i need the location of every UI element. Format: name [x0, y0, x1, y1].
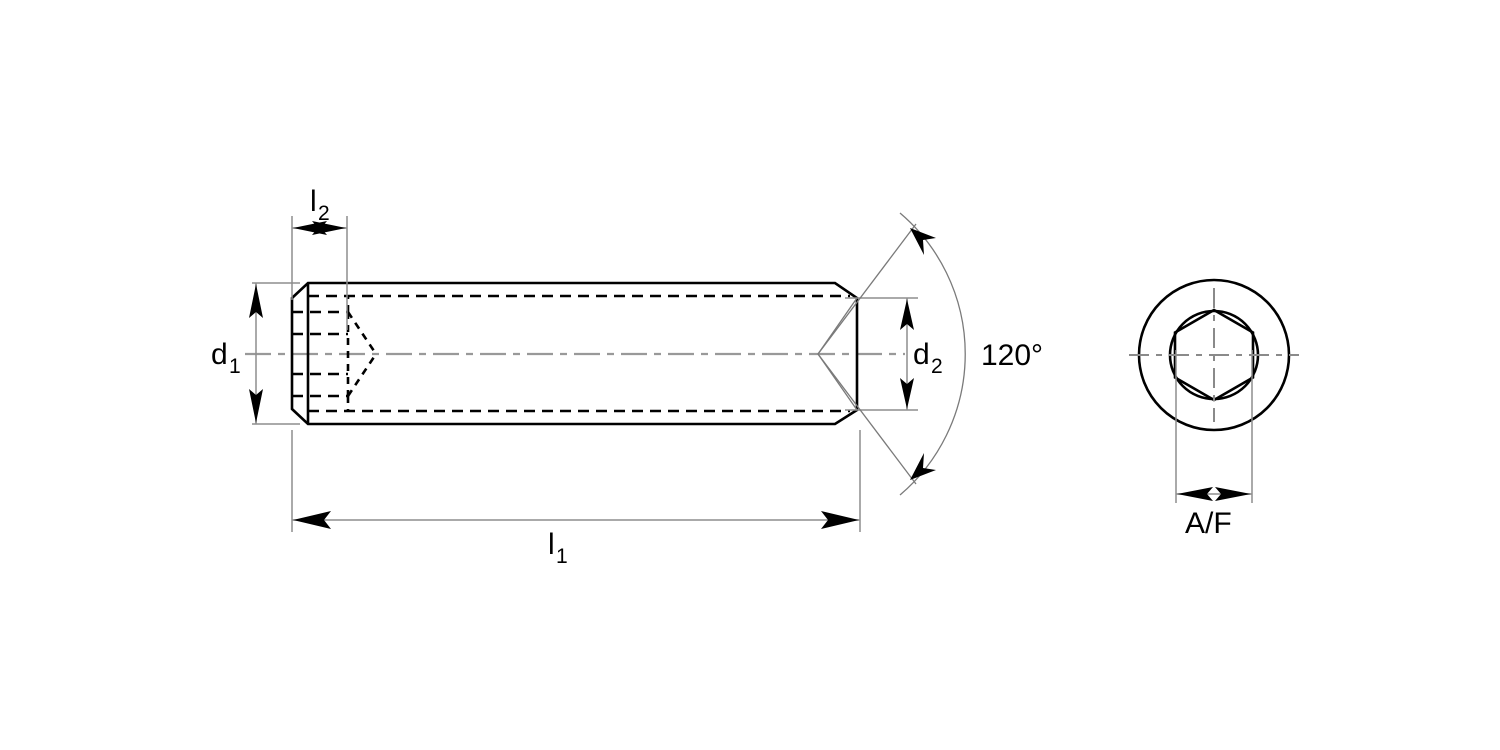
dimension-l2: l 2 [291, 185, 348, 330]
angle-leg-lower [817, 353, 917, 485]
l2-label-subscript: 2 [318, 202, 330, 225]
d2-label-subscript: 2 [931, 355, 943, 378]
cone-angle-label: 120° [981, 339, 1043, 372]
d1-label: d [211, 338, 228, 371]
dimension-cone-angle: 120° [817, 212, 1043, 496]
af-label: A/F [1185, 507, 1232, 540]
l1-label-subscript: 1 [556, 545, 568, 568]
d1-arrowhead-bottom [249, 389, 263, 423]
d2-arrowhead-top [900, 299, 914, 330]
d2-arrowhead-bottom [900, 378, 914, 409]
d2-label: d [913, 338, 930, 371]
angle-dimension-arc [899, 212, 966, 496]
angle-leg-upper [817, 223, 917, 355]
l2-label: l [310, 185, 317, 218]
dimension-across-flats: A/F [1175, 350, 1253, 540]
af-arrowhead-left [1177, 487, 1213, 501]
l1-arrowhead-right [821, 511, 859, 529]
l2-arrowhead-right [312, 221, 346, 235]
end-view-group [1129, 278, 1299, 432]
l1-arrowhead-left [293, 511, 331, 529]
dimension-d2: d 2 [845, 297, 943, 411]
socket-drill-cone-upper [346, 311, 378, 355]
dimension-l1: l 1 [291, 430, 861, 568]
d1-arrowhead-top [249, 284, 263, 318]
socket-drill-cone-lower [346, 353, 378, 397]
l1-label: l [548, 528, 555, 561]
angle-arrowhead-lower [910, 453, 936, 480]
d1-label-subscript: 1 [229, 355, 241, 378]
dimension-d1: d 1 [211, 282, 300, 425]
side-view-group [245, 281, 905, 426]
af-arrowhead-right [1215, 487, 1251, 501]
angle-arrowhead-upper [910, 228, 936, 255]
